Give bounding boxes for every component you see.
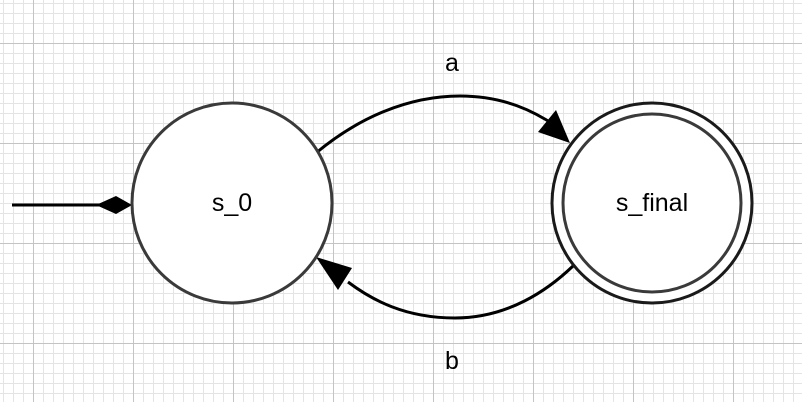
state-sfinal-label: s_final [616,189,688,217]
transition-b-path [347,264,575,320]
transition-b[interactable]: b [316,257,575,375]
state-s0[interactable]: s_0 [130,101,334,305]
transition-a-arrowhead [538,110,570,143]
transition-b-arrowhead [316,257,352,290]
state-sfinal[interactable]: s_final [550,101,754,305]
transition-a[interactable]: a [315,49,570,155]
initial-arrow[interactable] [12,196,132,214]
initial-arrow-diamond [96,196,132,214]
transition-a-path [315,94,557,155]
state-sfinal-inner-circle [561,112,743,294]
transition-a-label: a [445,49,459,77]
state-s0-circle [130,101,334,305]
state-s0-label: s_0 [212,189,252,217]
transition-b-label: b [445,347,459,375]
